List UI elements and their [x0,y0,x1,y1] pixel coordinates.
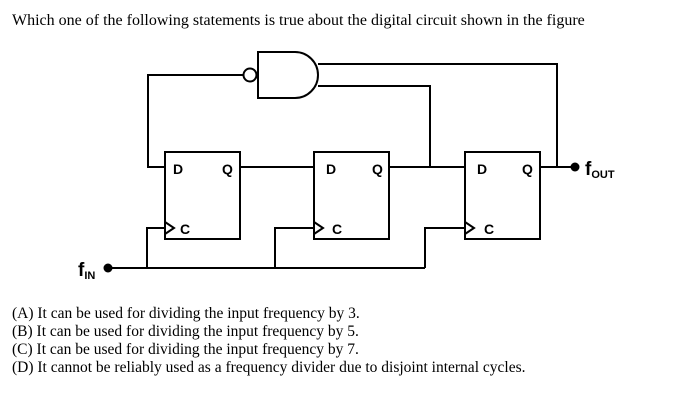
clock-triangle-2 [313,221,325,235]
clock-triangle-3 [464,221,476,235]
output-label-sub: OUT [591,169,615,181]
wire-clk2 [274,227,314,268]
ff2-d-label: D [326,161,336,177]
option-a[interactable]: (A) It can be used for dividing the inpu… [12,305,360,322]
wire-q3-to-nand [318,63,558,167]
ff2-q-label: Q [372,161,383,177]
clock-triangle-1 [164,221,176,235]
input-label: fIN [78,260,95,282]
answer-options: (A) It can be used for dividing the inpu… [12,305,525,377]
output-label-main: f [585,159,592,180]
wire-clk1 [146,227,165,268]
ff1-c-label: C [180,221,190,237]
ff3-d-label: D [477,161,487,177]
ff3-c-label: C [484,221,494,237]
output-terminal-dot [570,162,580,172]
output-label: fOUT [585,159,615,181]
flip-flop-1 [164,151,241,240]
ff3-q-label: Q [522,161,533,177]
wire-nand-to-d1 [147,74,243,168]
wire-q2-to-nand [318,85,431,167]
option-c[interactable]: (C) It can be used for dividing the inpu… [12,341,359,358]
ff1-q-label: Q [222,161,233,177]
flip-flop-2 [313,151,390,240]
input-label-sub: IN [84,270,95,282]
ff2-c-label: C [332,221,342,237]
input-terminal-dot [103,263,113,273]
wire-clk3 [424,227,465,268]
question-text: Which one of the following statements is… [12,12,585,29]
nand-gate [257,51,319,99]
option-d[interactable]: (D) It cannot be reliably used as a freq… [12,359,526,376]
nand-inversion-bubble [242,67,258,83]
input-label-main: f [78,260,85,281]
flip-flop-3 [464,151,541,240]
option-b[interactable]: (B) It can be used for dividing the inpu… [12,323,359,340]
ff1-d-label: D [173,161,183,177]
